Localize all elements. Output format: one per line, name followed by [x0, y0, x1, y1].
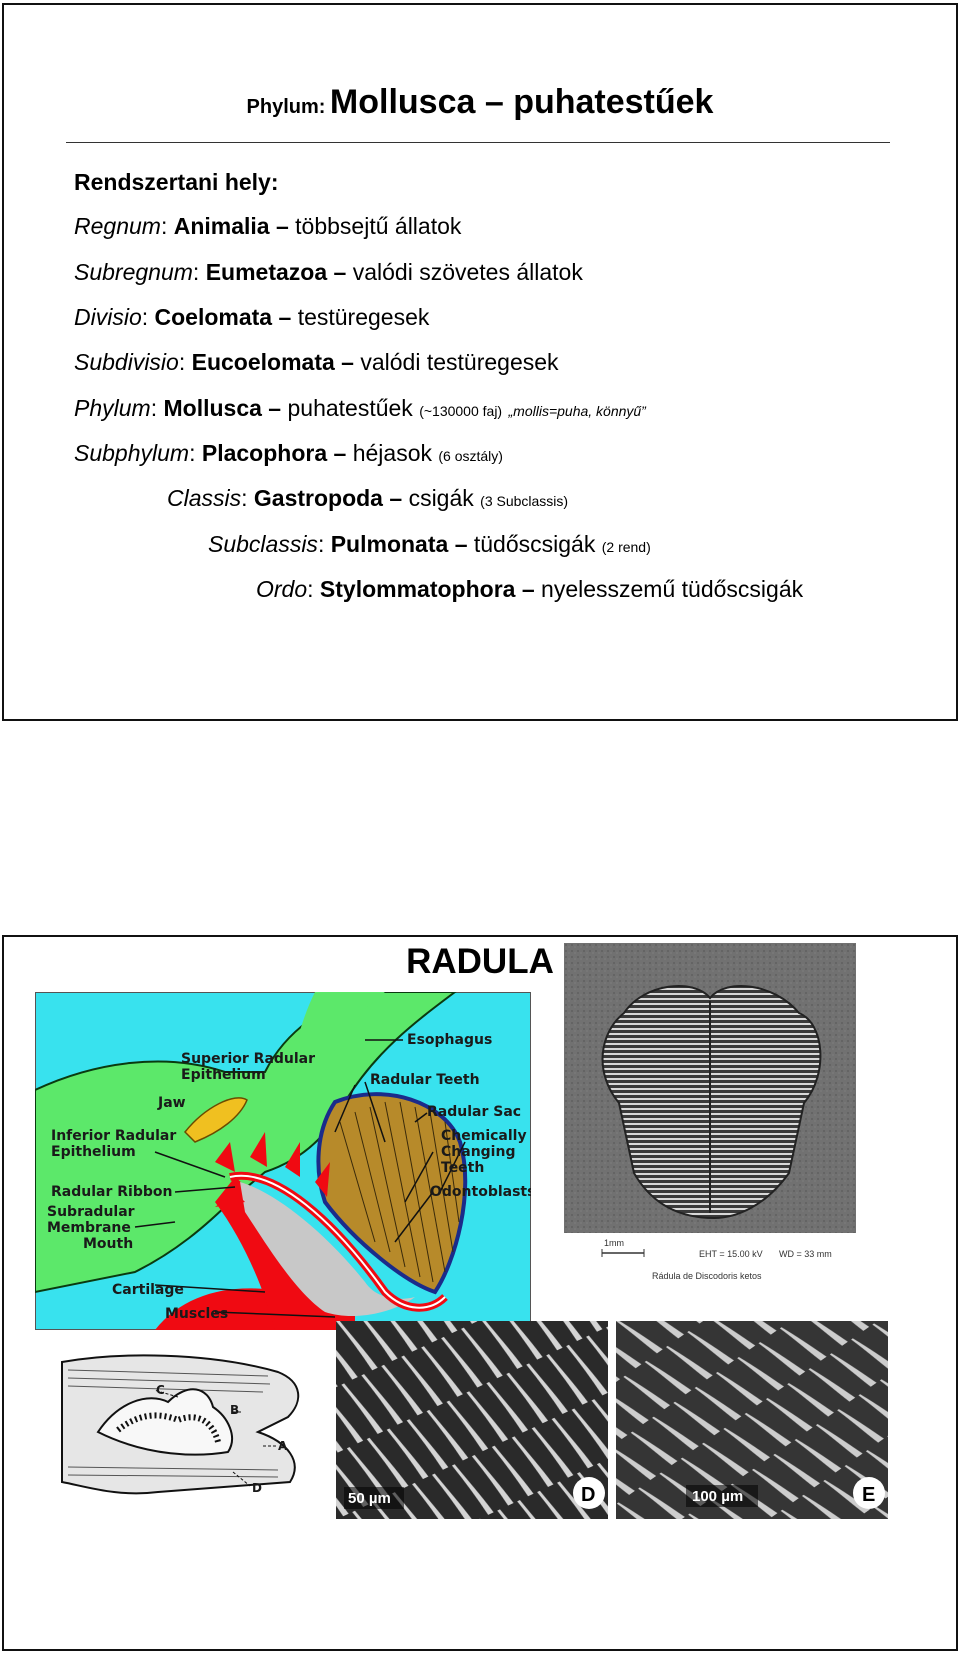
tax-line-regnum: Regnum: Animalia – többsejtű állatok — [74, 215, 461, 238]
svg-text:Radular Sac: Radular Sac — [427, 1104, 521, 1120]
svg-text:Subradular: Subradular — [47, 1204, 135, 1220]
tax-line-subphylum: Subphylum: Placophora – héjasok (6 osztá… — [74, 442, 503, 465]
svg-text:C: C — [156, 1383, 165, 1397]
radula-sem-e: 100 µm E — [616, 1321, 888, 1519]
svg-text:Mouth: Mouth — [83, 1236, 133, 1252]
svg-text:Membrane: Membrane — [47, 1220, 131, 1236]
svg-text:Inferior Radular: Inferior Radular — [51, 1128, 176, 1144]
svg-text:Jaw: Jaw — [157, 1095, 186, 1111]
svg-text:1mm: 1mm — [604, 1238, 624, 1248]
svg-text:EHT = 15.00 kV: EHT = 15.00 kV — [699, 1249, 763, 1259]
svg-text:E: E — [862, 1484, 875, 1506]
radula-sem-discodoris: 1mm EHT = 15.00 kV WD = 33 mm Rádula de … — [564, 943, 856, 1293]
tax-line-ordo: Ordo: Stylommatophora – nyelesszemű tüdő… — [256, 578, 803, 601]
title-rule — [66, 142, 890, 143]
svg-text:Cartilage: Cartilage — [112, 1282, 184, 1298]
svg-text:B: B — [230, 1403, 239, 1417]
svg-text:Epithelium: Epithelium — [181, 1067, 266, 1083]
slide-title: Phylum: Mollusca – puhatestűek — [4, 83, 956, 122]
svg-text:Radular Ribbon: Radular Ribbon — [51, 1184, 172, 1200]
svg-text:D: D — [581, 1484, 595, 1506]
radula-diagram: Esophagus Superior Radular Epithelium Ra… — [35, 992, 531, 1330]
tax-line-subregnum: Subregnum: Eumetazoa – valódi szövetes á… — [74, 261, 583, 284]
tax-line-phylum: Phylum: Mollusca – puhatestűek (~130000 … — [74, 397, 646, 420]
svg-text:Rádula de Discodoris ketos: Rádula de Discodoris ketos — [652, 1271, 762, 1281]
svg-text:Muscles: Muscles — [165, 1306, 228, 1322]
taxonomy-heading: Rendszertani hely: — [74, 171, 279, 194]
svg-text:Teeth: Teeth — [441, 1160, 484, 1176]
tax-line-classis: Classis: Gastropoda – csigák (3 Subclass… — [167, 487, 568, 510]
tax-line-subdivisio: Subdivisio: Eucoelomata – valódi testüre… — [74, 351, 559, 374]
slide-radula: RADULA — [2, 935, 958, 1651]
svg-text:Chemically: Chemically — [441, 1128, 527, 1144]
svg-text:Radular Teeth: Radular Teeth — [370, 1072, 480, 1088]
svg-text:A: A — [278, 1439, 288, 1453]
svg-text:Changing: Changing — [441, 1144, 515, 1160]
radula-line-drawing: C B A D — [58, 1342, 306, 1502]
svg-text:50 µm: 50 µm — [348, 1490, 391, 1507]
radula-sem-d: 50 µm D — [336, 1321, 608, 1519]
tax-line-subclassis: Subclassis: Pulmonata – tüdőscsigák (2 r… — [208, 533, 651, 556]
svg-text:Odontoblasts: Odontoblasts — [430, 1184, 531, 1200]
svg-text:WD = 33 mm: WD = 33 mm — [779, 1249, 832, 1259]
svg-text:Esophagus: Esophagus — [407, 1032, 492, 1048]
svg-text:D: D — [252, 1481, 262, 1495]
svg-text:Epithelium: Epithelium — [51, 1144, 136, 1160]
slide-taxonomy: Phylum: Mollusca – puhatestűek Rendszert… — [2, 3, 958, 721]
tax-line-divisio: Divisio: Coelomata – testüregesek — [74, 306, 429, 329]
svg-text:100 µm: 100 µm — [692, 1488, 743, 1505]
svg-text:Superior Radular: Superior Radular — [181, 1051, 315, 1067]
